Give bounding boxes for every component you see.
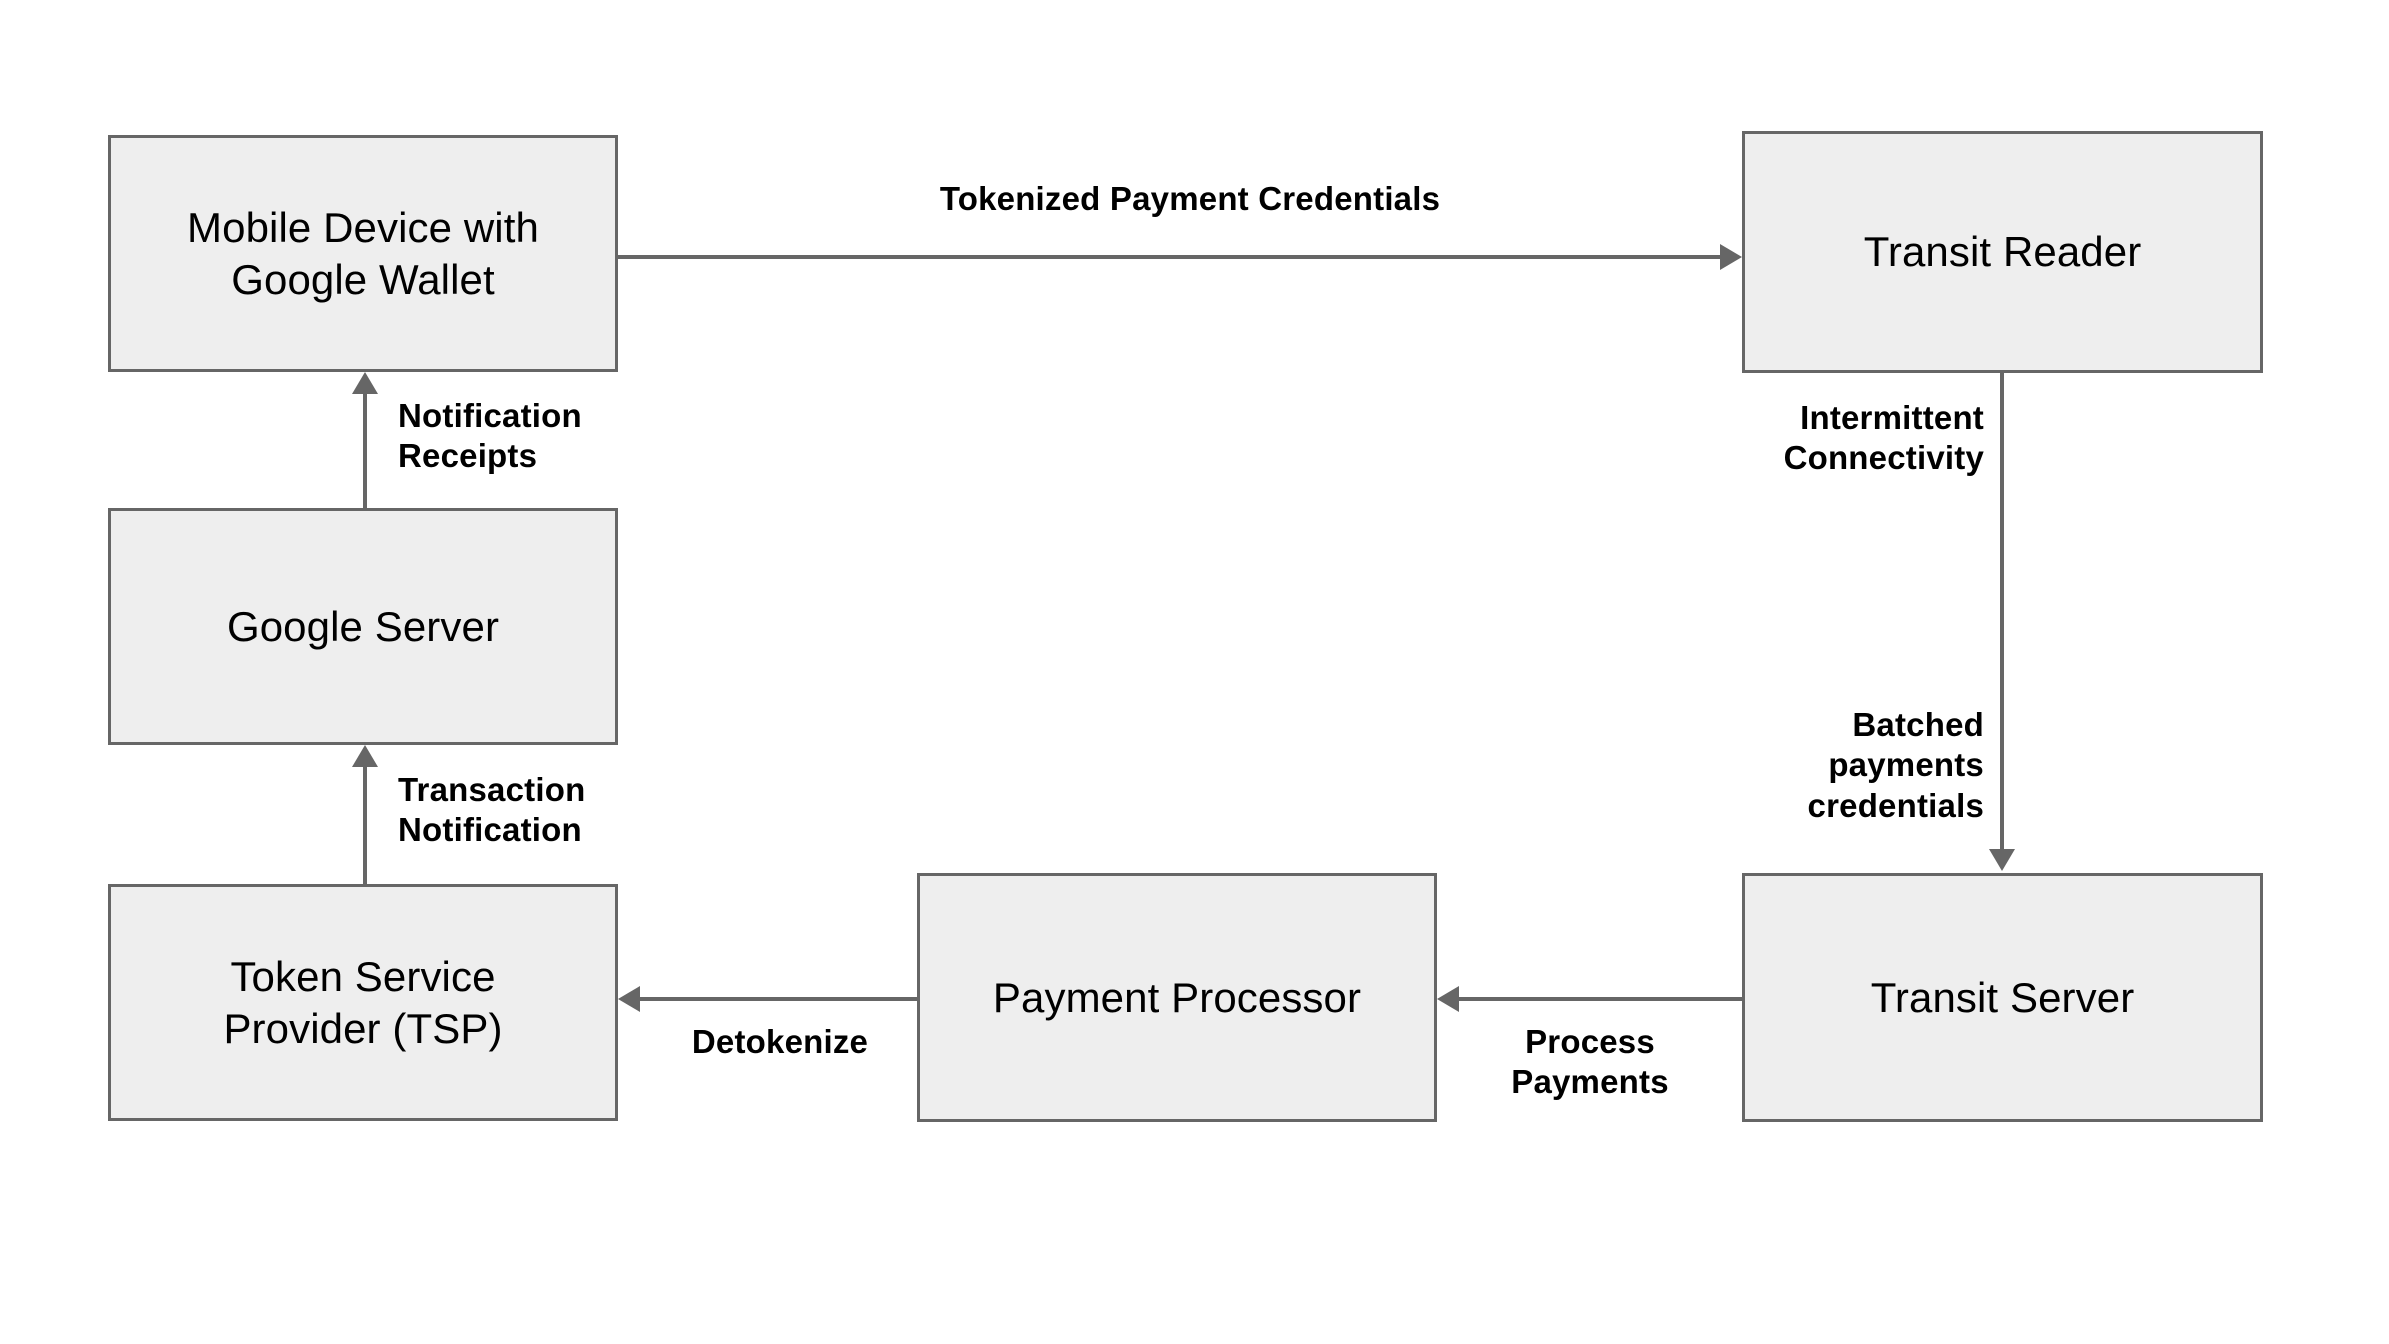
node-transit-server-label: Transit Server bbox=[1870, 973, 2135, 1021]
edge-tokenized-payment-credentials-arrowhead bbox=[1720, 244, 1742, 270]
edge-process-payments-arrowhead bbox=[1437, 986, 1459, 1012]
node-google-server[interactable]: Google Server bbox=[108, 508, 618, 745]
edge-notification-receipts-arrowhead bbox=[352, 372, 378, 394]
edge-label-tokenized-payment-credentials: Tokenized Payment Credentials bbox=[939, 180, 1441, 217]
edge-process-payments-line bbox=[1459, 997, 1742, 1001]
node-mobile-device[interactable]: Mobile Device with Google Wallet bbox=[108, 135, 618, 372]
edge-tokenized-payment-credentials-line bbox=[618, 255, 1722, 259]
edge-transit-reader-to-server-arrowhead bbox=[1989, 849, 2015, 871]
node-transit-server[interactable]: Transit Server bbox=[1742, 873, 2263, 1122]
node-payment-processor[interactable]: Payment Processor bbox=[917, 873, 1437, 1122]
edge-transit-reader-to-server-line bbox=[2000, 373, 2004, 851]
edge-label-transaction-notification: Transaction Notification bbox=[398, 771, 586, 849]
edge-label-detokenize: Detokenize bbox=[691, 1023, 869, 1060]
node-transit-reader[interactable]: Transit Reader bbox=[1742, 131, 2263, 373]
node-token-service-provider-label: Token Service Provider (TSP) bbox=[223, 953, 503, 1052]
node-mobile-device-label: Mobile Device with Google Wallet bbox=[187, 204, 539, 303]
node-token-service-provider[interactable]: Token Service Provider (TSP) bbox=[108, 884, 618, 1121]
edge-transaction-notification-arrowhead bbox=[352, 745, 378, 767]
edge-transaction-notification-line bbox=[363, 767, 367, 884]
edge-label-intermittent-connectivity: Intermittent Connectivity bbox=[1783, 399, 1984, 477]
edge-detokenize-line bbox=[640, 997, 917, 1001]
edge-label-batched-payments-credentials: Batched payments credentials bbox=[1807, 706, 1984, 824]
node-payment-processor-label: Payment Processor bbox=[992, 973, 1362, 1021]
edge-label-process-payments: Process Payments bbox=[1511, 1023, 1669, 1101]
node-google-server-label: Google Server bbox=[226, 602, 500, 650]
edge-notification-receipts-line bbox=[363, 394, 367, 508]
edge-label-notification-receipts: Notification Receipts bbox=[398, 397, 582, 475]
edge-detokenize-arrowhead bbox=[618, 986, 640, 1012]
node-transit-reader-label: Transit Reader bbox=[1863, 228, 2142, 276]
